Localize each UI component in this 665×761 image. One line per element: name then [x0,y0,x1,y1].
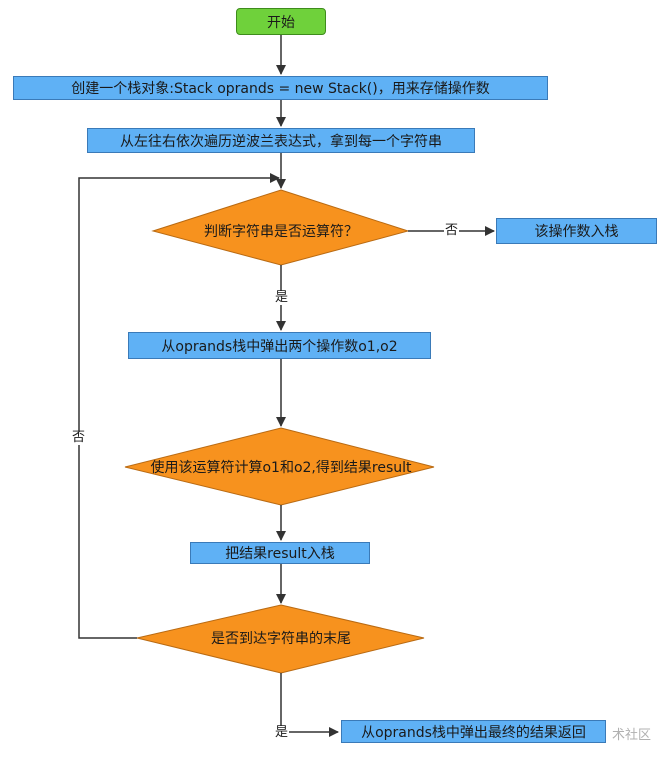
scan-expression-node: 从左往右依次遍历逆波兰表达式，拿到每一个字符串 [87,128,475,153]
pop-two-operands-node: 从oprands栈中弹出两个操作数o1,o2 [128,332,431,359]
edge-label-no-loop: 否 [71,430,87,445]
push-operand-node: 该操作数入栈 [496,218,657,244]
pop-final-result-node: 从oprands栈中弹出最终的结果返回 [341,720,606,743]
watermark-text: 术社区 [612,728,652,743]
create-stack-node: 创建一个栈对象:Stack oprands = new Stack()，用来存储… [13,76,548,100]
start-node: 开始 [236,8,326,35]
decision-end-label: 是否到达字符串的末尾 [211,631,351,647]
compute-result-label: 使用该运算符计算o1和o2,得到结果result [150,460,412,476]
push-result-node: 把结果result入栈 [190,542,370,564]
decision-operator-label: 判断字符串是否运算符？ [204,224,358,240]
edge-label-no-right: 否 [444,223,460,238]
edge-end-loop-back [78,173,280,639]
edge-label-yes-down: 是 [274,290,290,305]
edge-label-yes-end: 是 [274,725,290,740]
edge-end-pop-final [280,673,339,737]
